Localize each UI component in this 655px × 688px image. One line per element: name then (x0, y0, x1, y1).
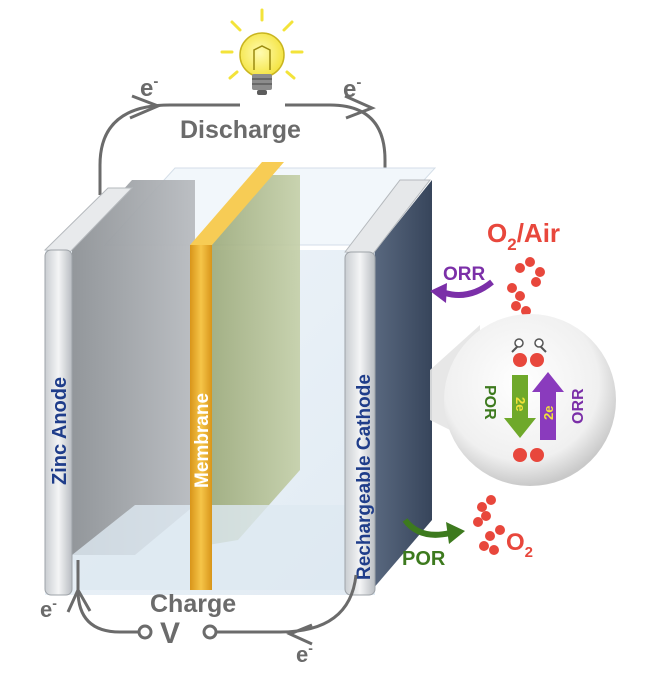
inset-orr-label: ORR (570, 388, 587, 424)
membrane-strip (190, 162, 284, 590)
voltage-source-icon (137, 624, 218, 640)
zinc-anode-label: Zinc Anode (49, 377, 71, 485)
inset-down-arrow (504, 375, 536, 438)
membrane-label: Membrane (192, 393, 213, 488)
inset-por-label: POR (481, 385, 498, 420)
reaction-inset (444, 314, 616, 486)
charge-arrow-left (66, 586, 92, 613)
zinc-anode-plate (43, 187, 134, 596)
o2-bottom-label: O2 (506, 529, 533, 561)
o2-air-label: O2/Air (487, 218, 560, 254)
electron-bottom-left-label: e- (40, 595, 57, 622)
por-bottom-label: POR (402, 548, 446, 570)
discharge-arrow-left (129, 94, 162, 120)
discharge-arrow-right (344, 94, 376, 120)
membrane-inner-face (208, 175, 300, 545)
charge-arrow-right (286, 623, 313, 646)
cathode-side-face (372, 180, 432, 590)
inset-2e-down-label: 2e (513, 397, 528, 411)
oxygen-molecules-bottom (473, 495, 505, 555)
inset-up-arrow (532, 372, 564, 440)
cathode-label: Rechargeable Cathode (354, 374, 375, 580)
oxygen-molecules-top (507, 257, 545, 316)
orr-top-label: ORR (443, 264, 486, 285)
voltage-label: V (160, 617, 180, 650)
light-bulb-icon (220, 8, 304, 95)
discharge-label: Discharge (180, 116, 301, 144)
orr-arrow-head (430, 283, 447, 303)
electron-bottom-right-label: e- (296, 640, 313, 667)
electron-top-left-label: e- (140, 73, 158, 102)
por-arrow-head (446, 522, 465, 544)
cell-bottom-glass (72, 505, 372, 590)
rechargeable-cathode-plate (344, 179, 432, 596)
charge-label: Charge (150, 590, 236, 618)
electron-top-right-label: e- (343, 74, 361, 103)
orr-arrow (444, 279, 494, 298)
discharge-wire (98, 103, 387, 210)
por-arrow (402, 518, 451, 538)
inset-2e-up-label: 2e (541, 406, 556, 420)
anode-inner-face (72, 180, 195, 555)
